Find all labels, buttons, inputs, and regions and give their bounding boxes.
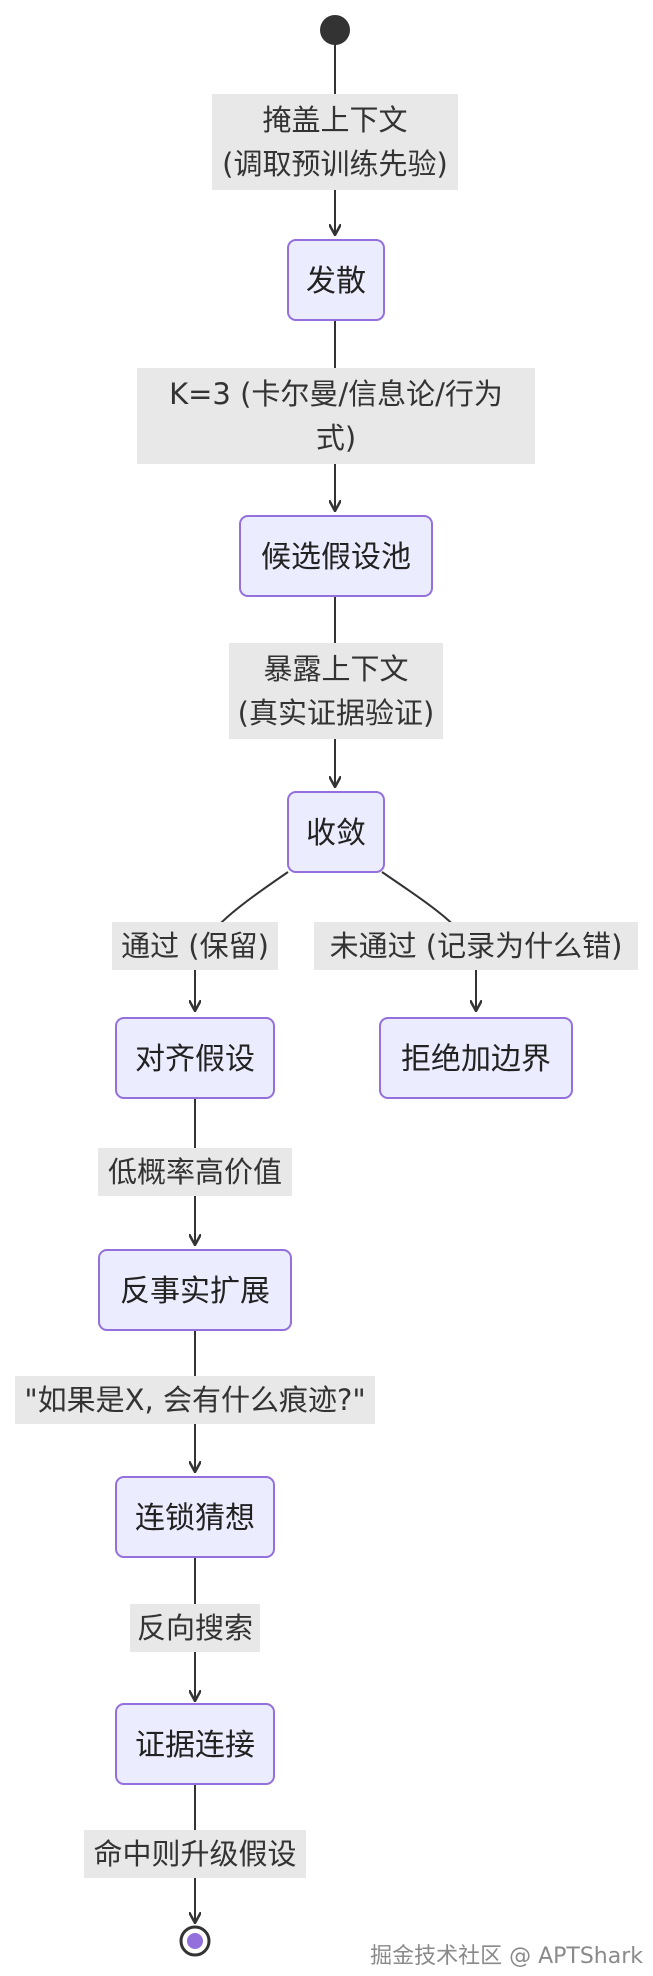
svg-text:对齐假设: 对齐假设 <box>135 1042 255 1077</box>
svg-text:通过 (保留): 通过 (保留) <box>121 929 269 963</box>
svg-text:(真实证据验证): (真实证据验证) <box>238 696 435 730</box>
svg-text:式): 式) <box>316 421 356 455</box>
edge-label-k3: K=3 (卡尔曼/信息论/行为 式) <box>137 368 535 464</box>
node-counterfactual-expand: 反事实扩展 <box>98 1249 292 1331</box>
svg-text:暴露上下文: 暴露上下文 <box>263 652 408 686</box>
node-candidate-pool: 候选假设池 <box>239 515 433 597</box>
svg-text:掩盖上下文: 掩盖上下文 <box>262 103 407 137</box>
edge-label-low-prob: 低概率高价值 <box>98 1148 292 1196</box>
node-evidence-link: 证据连接 <box>115 1703 275 1785</box>
svg-text:发散: 发散 <box>306 264 366 299</box>
node-chain-conjecture: 连锁猜想 <box>115 1476 275 1558</box>
edge-label-pass: 通过 (保留) <box>112 922 278 970</box>
edge-label-what-if: "如果是X, 会有什么痕迹?" <box>15 1376 375 1424</box>
svg-text:"如果是X, 会有什么痕迹?": "如果是X, 会有什么痕迹?" <box>24 1383 365 1417</box>
node-converge: 收敛 <box>287 791 385 873</box>
svg-text:拒绝加边界: 拒绝加边界 <box>401 1042 551 1077</box>
end-node <box>179 1925 211 1957</box>
svg-text:连锁猜想: 连锁猜想 <box>135 1501 255 1536</box>
svg-text:K=3 (卡尔曼/信息论/行为: K=3 (卡尔曼/信息论/行为 <box>169 377 503 411</box>
svg-text:反向搜索: 反向搜索 <box>137 1611 253 1645</box>
node-diverge: 发散 <box>287 239 385 321</box>
edge-label-expose-context: 暴露上下文 (真实证据验证) <box>229 643 443 739</box>
svg-text:证据连接: 证据连接 <box>135 1728 255 1763</box>
svg-text:(调取预训练先验): (调取预训练先验) <box>222 147 448 181</box>
svg-text:命中则升级假设: 命中则升级假设 <box>93 1837 296 1871</box>
svg-text:反事实扩展: 反事实扩展 <box>120 1274 270 1309</box>
svg-text:候选假设池: 候选假设池 <box>261 540 411 575</box>
node-reject-boundary: 拒绝加边界 <box>379 1017 573 1099</box>
edge-label-reverse-search: 反向搜索 <box>130 1604 260 1652</box>
node-aligned-hypothesis: 对齐假设 <box>115 1017 275 1099</box>
svg-text:未通过 (记录为什么错): 未通过 (记录为什么错) <box>330 929 623 963</box>
edge-label-mask-context: 掩盖上下文 (调取预训练先验) <box>212 94 458 190</box>
svg-text:低概率高价值: 低概率高价值 <box>108 1155 282 1189</box>
edge-label-fail: 未通过 (记录为什么错) <box>314 922 638 970</box>
edge-label-hit-upgrade: 命中则升级假设 <box>84 1830 306 1878</box>
svg-text:收敛: 收敛 <box>306 816 366 851</box>
watermark: 掘金技术社区 @ APTShark <box>370 1944 643 1969</box>
start-node <box>320 15 350 45</box>
